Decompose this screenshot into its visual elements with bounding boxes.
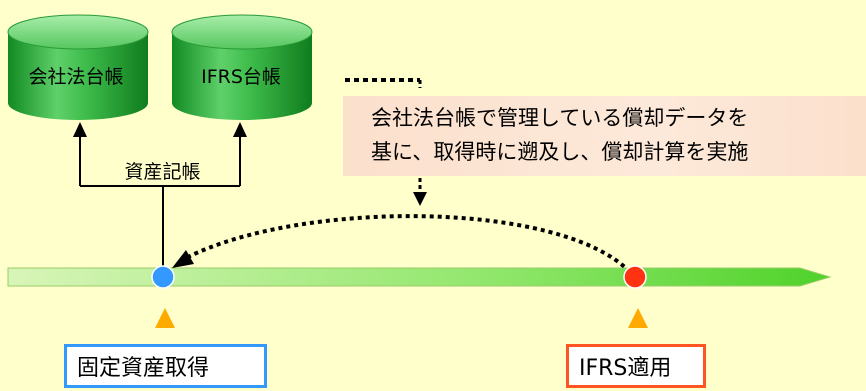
timeline-bar — [7, 267, 832, 287]
note-line-1: 会社法台帳で管理している償却データを — [371, 106, 749, 130]
ledger-company-label: 会社法台帳 — [28, 66, 124, 88]
ledger-ifrs-label: IFRS台帳 — [201, 66, 281, 88]
acquire-point — [151, 265, 175, 289]
event-ifrs-label: IFRS適用 — [566, 344, 706, 388]
event-acquire-label: 固定資産取得 — [64, 344, 267, 388]
note-line-2: 基に、取得時に遡及し、償却計算を実施 — [371, 140, 749, 164]
note-box: 会社法台帳で管理している償却データを 基に、取得時に遡及し、償却計算を実施 — [343, 96, 866, 176]
retroactive-arrow — [185, 214, 632, 274]
asset-record-label: 資産記帳 — [124, 161, 201, 183]
ifrs-marker — [628, 308, 648, 328]
retroactive-arrowhead — [172, 250, 194, 268]
acquire-marker — [155, 308, 175, 328]
ledger-company-cylinder — [7, 14, 149, 120]
asset-record-connector — [79, 136, 241, 276]
ledger-ifrs-cylinder — [171, 14, 313, 120]
arrow-to-ifrs-ledger — [233, 122, 247, 137]
arrow-to-company-ledger — [73, 122, 87, 137]
ifrs-point — [623, 265, 647, 289]
note-dotted-connector — [345, 78, 427, 206]
